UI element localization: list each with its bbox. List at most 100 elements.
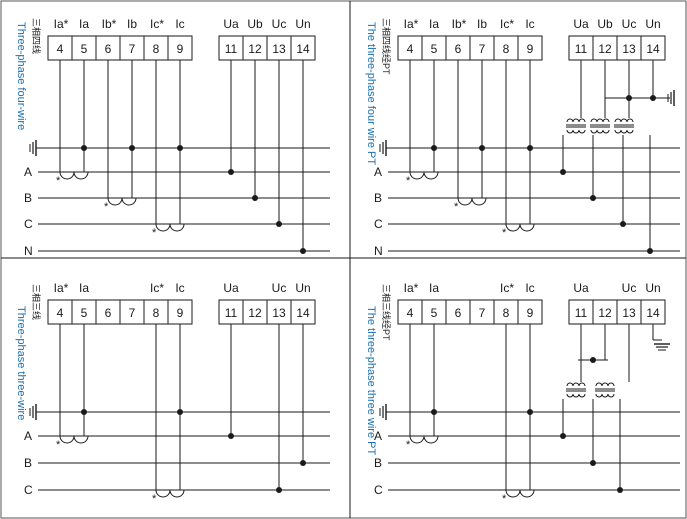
pt-coil <box>614 129 634 134</box>
polarity-mark: * <box>406 439 411 451</box>
terminal-number: 11 <box>575 42 588 56</box>
terminal-number: 12 <box>598 42 612 56</box>
terminal-label: Un <box>645 17 660 31</box>
terminal-label: Ub <box>247 17 263 31</box>
ground-icon <box>379 404 387 420</box>
polarity-mark: * <box>502 227 507 239</box>
phase-label: B <box>24 456 32 470</box>
phase-label: A <box>374 165 382 179</box>
terminal-label: Ic* <box>500 17 514 31</box>
side-label: The three-phase four wire PT <box>365 22 377 165</box>
terminal-label: Ic <box>525 281 534 295</box>
ct-coil <box>409 171 439 180</box>
terminal-number: 9 <box>177 42 184 56</box>
phase-label: B <box>24 191 32 205</box>
junction-dot <box>252 195 258 201</box>
terminal-number: 11 <box>225 42 238 56</box>
polarity-mark: * <box>56 175 61 187</box>
terminal-label: Ib <box>477 17 487 31</box>
ground-icon <box>667 90 675 106</box>
terminal-label: Ua <box>223 281 239 295</box>
phase-label: C <box>24 217 33 231</box>
terminal-label: Uc <box>272 17 287 31</box>
terminal-number: 14 <box>646 42 660 56</box>
cn-label: 三相三线 <box>31 284 42 320</box>
terminal-label: Ia <box>79 281 89 295</box>
terminal-label: Ia <box>429 17 439 31</box>
terminal-label: Ic <box>525 17 534 31</box>
side-label: Three-phase four-wire <box>15 22 27 130</box>
phase-label: N <box>374 244 383 258</box>
junction-dot <box>590 195 596 201</box>
phase-label: A <box>374 429 382 443</box>
junction-dot <box>276 487 282 493</box>
junction-dot <box>626 95 632 101</box>
phase-label: A <box>24 429 32 443</box>
terminal-number: 7 <box>129 42 136 56</box>
terminal-label: Ia <box>429 281 439 295</box>
ground-icon <box>379 140 387 156</box>
junction-dot <box>228 169 234 175</box>
terminal-label: Un <box>295 281 310 295</box>
ct-coil <box>59 435 89 444</box>
terminal-number: 12 <box>248 42 262 56</box>
polarity-mark: * <box>152 227 157 239</box>
terminal-label: Ia* <box>404 281 419 295</box>
terminal-number: 4 <box>407 42 414 56</box>
terminal-label: Ic* <box>150 17 164 31</box>
pt-coil <box>614 118 634 123</box>
terminal-label: Ic <box>175 281 184 295</box>
terminal-label: Ia* <box>404 17 419 31</box>
terminal-label: Un <box>645 281 660 295</box>
terminal-number: 6 <box>455 42 462 56</box>
terminal-number: 14 <box>296 306 310 320</box>
ground-icon <box>654 343 670 351</box>
junction-dot <box>560 169 566 175</box>
polarity-mark: * <box>406 175 411 187</box>
ct-coil <box>457 197 487 206</box>
pt-coil <box>590 118 610 123</box>
terminal-number: 8 <box>153 306 160 320</box>
terminal-number: 7 <box>479 42 486 56</box>
side-label: Three-phase three-wire <box>15 306 27 420</box>
phase-label: B <box>374 191 382 205</box>
phase-label: C <box>374 483 383 497</box>
terminal-number: 9 <box>527 42 534 56</box>
terminal-label: Ua <box>573 17 589 31</box>
terminal-number: 11 <box>575 306 588 320</box>
junction-dot <box>620 221 626 227</box>
phase-label: B <box>374 456 382 470</box>
ct-coil <box>409 435 439 444</box>
cn-label: 三相三线经PT <box>381 284 392 341</box>
terminal-number: 8 <box>503 42 510 56</box>
polarity-mark: * <box>454 201 459 213</box>
ct-coil <box>59 171 89 180</box>
terminal-number: 4 <box>57 306 64 320</box>
terminal-label: Un <box>295 17 310 31</box>
terminal-label: Ia* <box>54 17 69 31</box>
terminal-label: Ic* <box>500 281 514 295</box>
terminal-label: Ic* <box>150 281 164 295</box>
terminal-number: 5 <box>81 306 88 320</box>
terminal-number: 13 <box>272 306 286 320</box>
terminal-label: Ib* <box>102 17 117 31</box>
terminal-number: 7 <box>129 306 136 320</box>
junction-dot <box>228 433 234 439</box>
ct-coil <box>505 223 535 232</box>
terminal-label: Ia* <box>54 281 69 295</box>
cn-label: 三相四线经PT <box>381 18 392 75</box>
junction-dot <box>647 248 653 254</box>
pt-coil <box>590 129 610 134</box>
ground-icon <box>29 140 37 156</box>
pt-coil <box>595 382 615 387</box>
terminal-number: 8 <box>503 306 510 320</box>
junction-dot <box>300 248 306 254</box>
junction-dot <box>650 95 656 101</box>
junction-dot <box>617 487 623 493</box>
pt-coil <box>566 393 586 398</box>
terminal-label: Ic <box>175 17 184 31</box>
terminal-number: 12 <box>248 306 262 320</box>
